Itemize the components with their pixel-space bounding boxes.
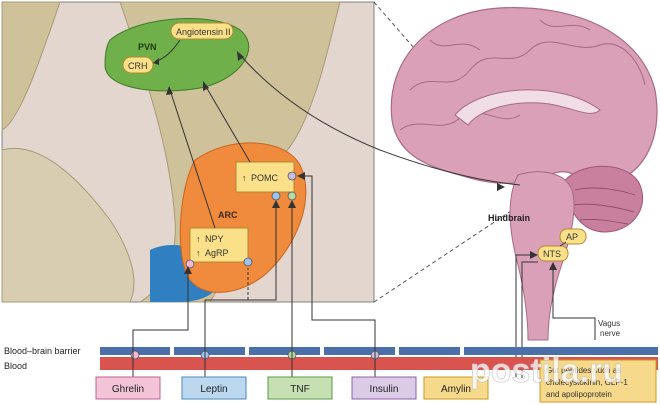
insulin-arrowhead — [297, 172, 305, 180]
receptor-pomc-leptin — [271, 191, 281, 201]
receptor-pomc-insulin — [287, 171, 297, 181]
leptin-box — [181, 376, 247, 400]
gut-peptides-box — [539, 359, 657, 403]
pomc-label: POMC — [251, 173, 279, 183]
npy-to-pvn-arrowhead — [166, 86, 173, 95]
nts-box — [537, 245, 569, 262]
angiotensin-box — [170, 22, 234, 40]
leptin-arrowhead — [272, 200, 280, 208]
arc-label: ARC — [218, 210, 238, 220]
angiotensin-label: Angiotensin II — [176, 27, 231, 37]
hindbrain-label: Hindbrain — [488, 213, 530, 223]
angiotensin-crh-arrowhead — [153, 58, 159, 65]
gut-peptides-line3: and apolipoprotein — [546, 390, 612, 399]
agrp-up-arrow: ↑ — [196, 248, 201, 258]
brain-gyri-1 — [409, 41, 646, 91]
blood-label: Blood — [4, 361, 27, 371]
gut-peptides-line1: Gut peptides such as — [546, 366, 621, 375]
ap-nts-link — [559, 241, 567, 247]
watermark: postila.ru — [470, 352, 623, 390]
vagus-label: Vagus — [598, 319, 620, 328]
amylin-label: Amylin — [441, 384, 471, 395]
ghrelin-box — [95, 376, 161, 400]
cerebellum-folia — [571, 187, 636, 225]
tnf-label: TNF — [290, 384, 309, 395]
amylin-to-nts-arrowhead — [530, 251, 538, 259]
crh-box — [122, 56, 154, 74]
amylin-to-nts-path-2 — [521, 261, 538, 378]
cerebellum — [564, 165, 644, 233]
barrier-band — [100, 347, 658, 355]
ghrelin-path — [132, 270, 189, 378]
receptor-npy-leptin — [243, 257, 253, 267]
corpus-callosum — [454, 89, 601, 126]
insulin-label: Insulin — [370, 384, 399, 395]
ap-label: AP — [566, 232, 578, 242]
npy-agrp-box — [189, 227, 249, 263]
nerve-label: nerve — [600, 329, 621, 338]
npy-label: NPY — [205, 234, 224, 244]
tissue-lower-left — [1, 148, 135, 303]
crh-label: CRH — [128, 61, 148, 71]
npy-to-pvn-arrow — [169, 89, 216, 229]
vagus-arrowhead — [549, 262, 557, 270]
gut-peptides-line2: cholecystokinin, GLP-1 — [546, 378, 628, 387]
blood-vessel — [100, 357, 658, 370]
hindbrain-to-pvn-arrowhead — [237, 51, 244, 61]
ghrelin-label: Ghrelin — [112, 384, 144, 395]
signal-boxes: Ghrelin Leptin TNF Insulin Amylin — [95, 376, 489, 400]
vagus-path — [552, 264, 596, 340]
hindbrain-arrowhead — [497, 183, 505, 191]
pvn-label: PVN — [138, 42, 157, 52]
leptin-label: Leptin — [200, 384, 227, 395]
tnf-box — [267, 376, 333, 400]
ghrelin-arrowhead — [184, 266, 192, 274]
insulin-path — [300, 175, 376, 378]
amylin-to-nts-path — [515, 254, 536, 378]
pomc-to-pvn-arrowhead — [203, 81, 209, 91]
amylin-box — [423, 376, 489, 400]
tnf-arrowhead — [288, 200, 296, 208]
nts-label: NTS — [543, 249, 561, 259]
transporter-ghrelin — [130, 350, 140, 360]
bbb-label: Blood–brain barrier — [4, 346, 81, 356]
pomc-up-arrow: ↑ — [242, 173, 247, 183]
barrier-gaps — [170, 347, 464, 355]
leptin-path — [204, 204, 277, 378]
receptor-pomc-tnf — [287, 191, 297, 201]
hindbrain-to-pvn-arrow — [239, 54, 521, 186]
insulin-box — [351, 376, 417, 400]
pomc-to-pvn-arrow — [204, 84, 251, 163]
zoom-line-bottom — [373, 204, 521, 303]
npy-up-arrow: ↑ — [196, 234, 201, 244]
tissue-left — [1, 1, 61, 131]
ap-box — [559, 228, 587, 245]
brain-gyri-3 — [429, 19, 591, 51]
receptor-npy-ghrelin — [185, 259, 195, 269]
agrp-label: AgRP — [205, 248, 229, 258]
